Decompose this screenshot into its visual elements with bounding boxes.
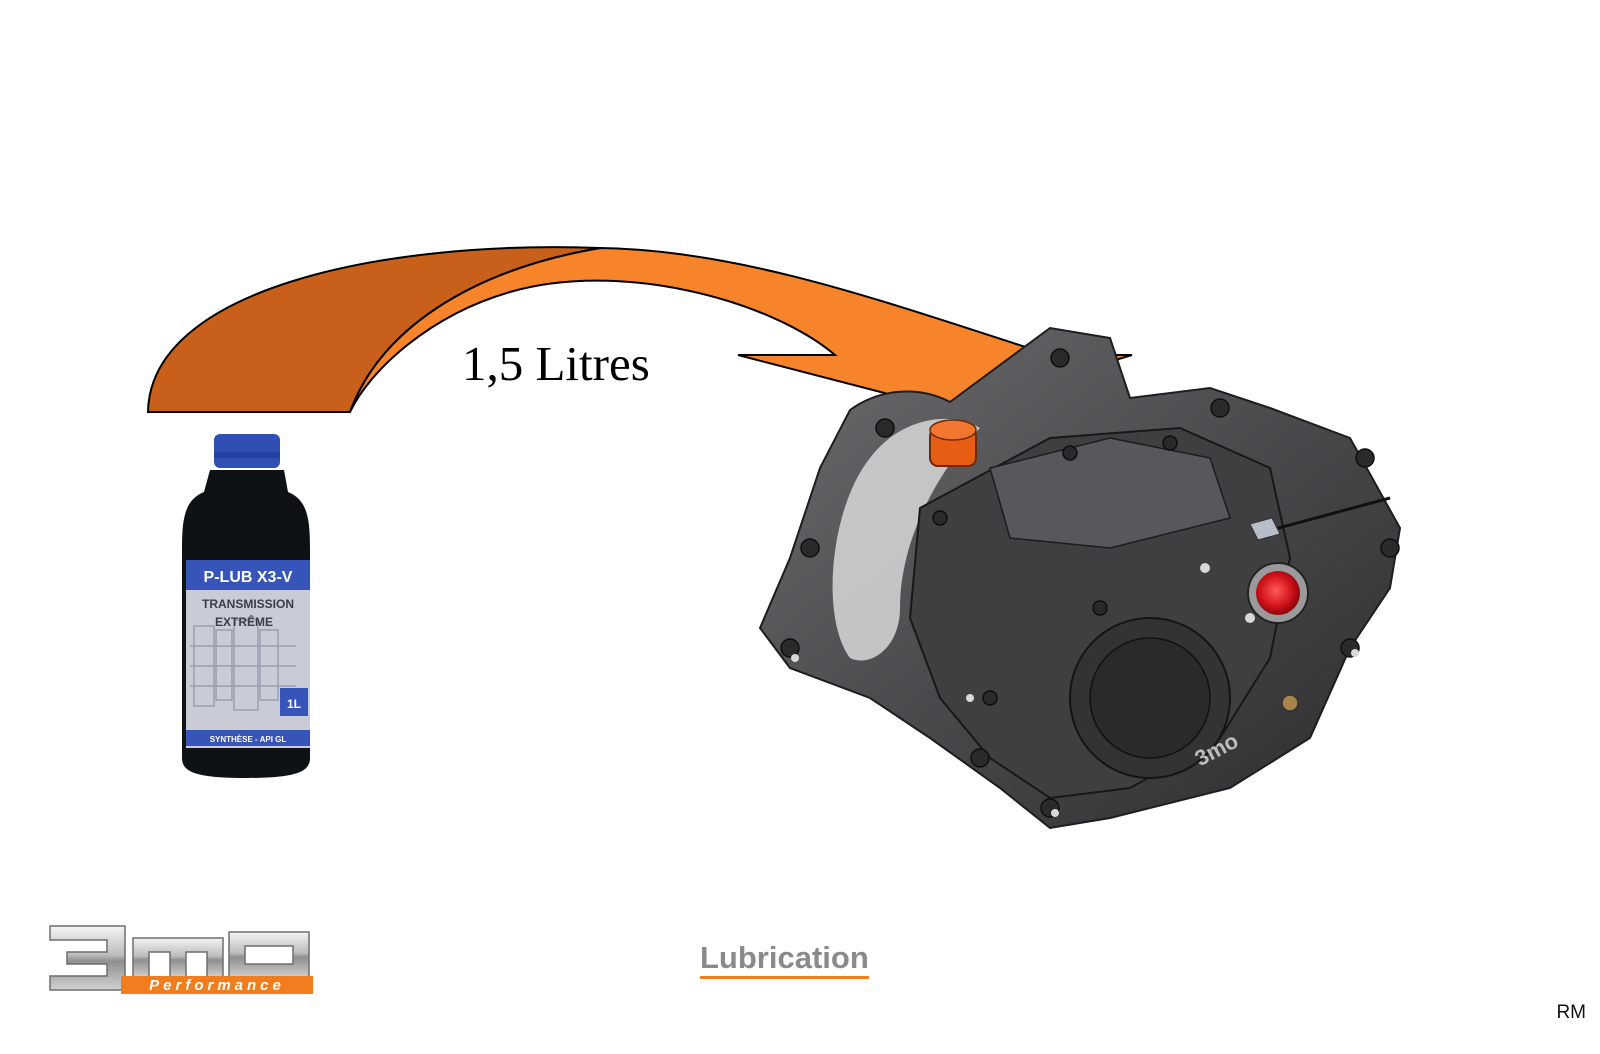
quantity-label: 1,5 Litres [462, 336, 650, 391]
corner-mark: RM [1556, 1002, 1586, 1023]
slide-title: Lubrication [700, 940, 869, 979]
bottle-product-line-1: TRANSMISSION [202, 597, 294, 611]
bottle-cap [214, 434, 280, 468]
logo-tagline-band [121, 976, 313, 994]
output-seal [1256, 571, 1300, 615]
bottle-brand: P-LUB X3-V [204, 569, 293, 586]
logo-tagline: Performance [149, 977, 285, 994]
arrow-dark-band [146, 246, 601, 413]
oil-bottle-image: P-LUB X3-V TRANSMISSION EXTRÊME 1L SYNTH… [182, 434, 310, 778]
company-logo: Performance [49, 925, 313, 994]
bottle-footer-text: SYNTHÈSE - API GL [210, 735, 287, 744]
bottle-product-line-2: EXTRÊME [215, 614, 273, 629]
gearbox-image: 3mo [758, 326, 1402, 830]
bottle-volume: 1L [287, 697, 301, 711]
